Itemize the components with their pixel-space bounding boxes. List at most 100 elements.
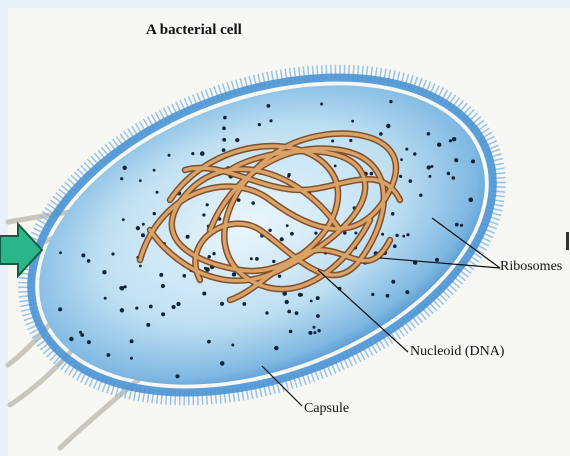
ribosome-dot (208, 255, 211, 258)
ribosome-dot (317, 329, 320, 332)
ribosome-dot (371, 293, 374, 296)
ribosome-dot (274, 346, 278, 350)
ribosome-dot (205, 267, 210, 272)
ribosome-dot (159, 273, 163, 277)
ribosome-dot (119, 286, 123, 290)
ribosome-dot (454, 158, 458, 162)
ribosome-dot (419, 194, 422, 197)
ribosome-dot (149, 305, 153, 309)
ribosome-dot (268, 229, 271, 232)
ribosome-dot (267, 104, 271, 108)
ribosome-dot (58, 307, 62, 311)
ribosome-dot (455, 223, 459, 227)
ribosome-dot (111, 252, 114, 255)
ribosome-dot (79, 331, 82, 334)
ribosome-dot (471, 159, 475, 163)
ribosome-dot (191, 152, 194, 155)
ribosome-dot (437, 143, 441, 147)
ribosome-dot (393, 244, 397, 248)
ribosome-dot (313, 331, 316, 334)
ribosome-dot (427, 165, 431, 169)
ribosome-dot (435, 258, 439, 262)
ribosome-dot (183, 274, 187, 278)
ribosome-dot (290, 232, 294, 236)
ribosome-dot (354, 232, 357, 235)
ribosome-dot (139, 265, 142, 268)
ribosome-dot (120, 177, 123, 180)
ribosome-dot (272, 260, 275, 263)
label-capsule: Capsule (304, 401, 349, 417)
ribosome-dot (331, 140, 334, 143)
ribosome-dot (251, 201, 255, 205)
ribosome-dot (391, 280, 395, 284)
ribosome-dot (202, 213, 205, 216)
ribosome-dot (69, 337, 73, 341)
label-nucleoid: Nucleoid (DNA) (410, 344, 504, 360)
ribosome-dot (168, 154, 171, 157)
ribosome-dot (231, 344, 234, 347)
ribosome-dot (104, 297, 107, 300)
ribosome-dot (235, 138, 239, 142)
ribosome-dot (310, 300, 313, 303)
ribosome-dot (295, 311, 299, 315)
ribosome-dot (280, 237, 284, 241)
ribosome-dot (316, 314, 320, 318)
ribosome-dot (161, 284, 165, 288)
ribosome-dot (120, 308, 124, 312)
ribosome-dot (402, 235, 405, 238)
ribosome-dot (386, 124, 390, 128)
ribosome-dot (200, 151, 205, 156)
ribosome-dot (130, 357, 133, 360)
ribosome-dot (389, 100, 392, 103)
ribosome-dot (135, 307, 138, 310)
ribosome-dot (222, 148, 226, 152)
page-mark (566, 232, 569, 250)
ribosome-dot (395, 234, 398, 237)
ribosome-dot (430, 165, 433, 168)
ribosome-dot (278, 275, 281, 278)
ribosome-dot (172, 305, 176, 309)
ribosome-dot (300, 293, 303, 296)
ribosome-dot (122, 218, 125, 221)
ribosome-dot (153, 169, 156, 172)
ribosome-dot (370, 172, 374, 176)
ribosome-dot (202, 292, 206, 296)
ribosome-dot (59, 251, 62, 254)
ribosome-dot (186, 235, 190, 239)
ribosome-dot (447, 172, 451, 176)
ribosome-dot (286, 224, 289, 227)
ribosome-dot (386, 294, 390, 298)
ribosome-dot (452, 176, 456, 180)
ribosome-dot (220, 361, 225, 366)
ribosome-dot (258, 123, 261, 126)
ribosome-dot (289, 330, 293, 334)
ribosome-dot (255, 257, 259, 261)
ribosome-dot (212, 252, 215, 255)
ribosome-dot (405, 290, 409, 294)
ribosome-dot (287, 173, 290, 176)
ribosome-dot (222, 126, 226, 130)
ribosome-dot (399, 175, 402, 178)
ribosome-dot (351, 120, 354, 123)
ribosome-dot (250, 257, 253, 260)
ribosome-dot (400, 158, 403, 161)
ribosome-dot (232, 272, 236, 276)
ribosome-dot (207, 340, 211, 344)
ribosome-dot (428, 175, 431, 178)
ribosome-dot (146, 323, 150, 327)
ribosome-dot (460, 224, 463, 227)
ribosome-dot (142, 223, 145, 226)
ribosome-dot (102, 270, 106, 274)
ribosome-dot (123, 166, 127, 170)
ribosome-dot (449, 139, 452, 142)
ribosome-dot (287, 310, 291, 314)
ribosome-dot (313, 326, 316, 329)
ribosome-dot (308, 331, 312, 335)
ribosome-dot (265, 311, 268, 314)
ribosome-dot (413, 152, 416, 155)
ribosome-dot (87, 340, 91, 344)
ribosome-dot (176, 302, 180, 306)
ribosome-dot (107, 353, 111, 357)
